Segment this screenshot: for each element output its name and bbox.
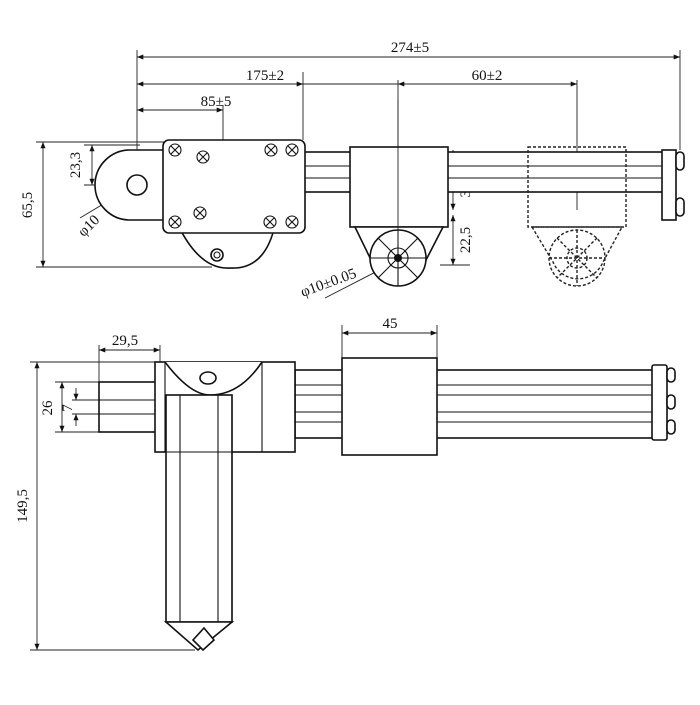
label-wheel-offset: 22,5 xyxy=(458,227,474,253)
carriage-current xyxy=(349,100,449,287)
clevis xyxy=(94,149,166,221)
side-end-cap xyxy=(651,364,676,441)
label-rail-height: 26 xyxy=(40,400,56,416)
label-overall-length: 274±5 xyxy=(391,40,429,56)
dim-rod-span: 29,5 xyxy=(98,333,161,385)
label-wheel-bore: φ10±0.05 xyxy=(299,266,359,301)
label-carriage-width: 45 xyxy=(383,316,398,332)
label-motor-height: 149,5 xyxy=(15,489,31,523)
top-view: 274±5 175±2 60±2 85±5 23,3 xyxy=(20,40,685,301)
label-clevis-hole: φ10 xyxy=(75,212,103,240)
label-rod-span: 29,5 xyxy=(112,333,138,349)
dim-clevis-offset: 23,3 xyxy=(68,144,140,186)
side-view: 45 29,5 26 7 149,5 xyxy=(15,316,676,652)
clevis-hole xyxy=(126,174,148,196)
dim-motor-height: 149,5 xyxy=(15,361,195,651)
side-carriage xyxy=(341,357,438,456)
motor-housing-top xyxy=(162,139,306,269)
dim-wheel-offset: 22,5 xyxy=(440,215,474,266)
label-total-height: 65,5 xyxy=(20,192,36,218)
screw-heads xyxy=(168,143,299,229)
label-fixed-to-motor: 85±5 xyxy=(201,94,232,110)
dim-total-height: 65,5 xyxy=(20,141,212,268)
label-carriage-travel: 60±2 xyxy=(472,68,503,84)
dim-overall-length: 274±5 xyxy=(136,40,681,150)
dim-rail-height: 26 xyxy=(40,381,100,433)
dim-fixed-to-carriage: 175±2 xyxy=(137,68,304,140)
end-cap xyxy=(661,149,685,221)
label-clevis-offset: 23,3 xyxy=(68,152,84,178)
carriage-extended xyxy=(527,146,627,287)
label-rail-gap: 7 xyxy=(60,404,76,412)
motor-housing-side xyxy=(154,361,296,652)
label-fixed-to-carriage: 175±2 xyxy=(246,68,284,84)
dim-carriage-width: 45 xyxy=(341,316,438,360)
